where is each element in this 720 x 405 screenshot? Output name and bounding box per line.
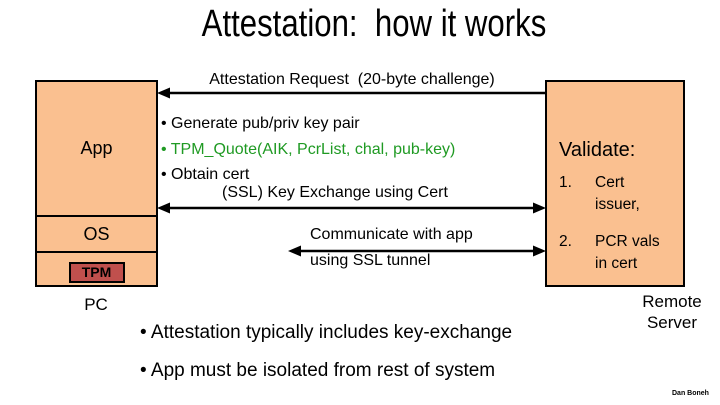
communicate-label-line1: Communicate with app — [310, 226, 473, 243]
author-credit: Dan Boneh — [672, 390, 709, 397]
validate-list: 1. Cert issuer, 2. PCR vals in cert — [559, 172, 660, 275]
tpm-chip: TPM — [68, 261, 125, 283]
validate-item-number: 2. — [559, 233, 572, 250]
validate-item-text: PCR vals in cert — [595, 231, 660, 275]
slide-title: Attestation: how it works — [201, 3, 547, 45]
notes-list: Attestation typically includes key-excha… — [140, 314, 512, 390]
validate-item: 2. PCR vals in cert — [559, 231, 660, 275]
communicate-label-line2: using SSL tunnel — [310, 252, 431, 269]
left-arrowhead-icon — [157, 87, 170, 99]
app-label: App — [80, 138, 113, 158]
validate-item-line: in cert — [595, 255, 638, 272]
step-tpm-quote: TPM_Quote(AIK, PcrList, chal, pub-key) — [161, 137, 456, 163]
left-arrowhead-icon — [288, 245, 301, 257]
note-key-exchange: Attestation typically includes key-excha… — [140, 314, 512, 352]
step-obtain-cert: Obtain cert — [161, 162, 455, 188]
pc-caption: PC — [84, 295, 108, 314]
key-exchange-label: (SSL) Key Exchange using Cert — [222, 184, 448, 201]
pc-section-app: App — [37, 82, 156, 217]
validate-item-line: PCR vals — [595, 233, 660, 250]
step-generate-keypair: Generate pub/priv key pair — [161, 111, 455, 137]
validate-item-line: issuer, — [595, 196, 640, 213]
pc-box: App OS TPM — [35, 80, 158, 287]
pc-section-tpm: TPM — [37, 253, 156, 285]
pc-section-os: OS — [37, 218, 156, 253]
os-label: OS — [83, 223, 110, 244]
validate-item-line: Cert — [595, 174, 625, 191]
pc-steps-list: Generate pub/priv key pair TPM_Quote(AIK… — [161, 111, 456, 188]
note-app-isolated: App must be isolated from rest of system — [140, 352, 512, 390]
remote-server-box: Validate: 1. Cert issuer, 2. PCR vals in… — [545, 80, 685, 287]
remote-server-caption: Remote Server — [642, 292, 702, 332]
attestation-request-label: Attestation Request (20-byte challenge) — [209, 71, 495, 88]
tpm-label: TPM — [81, 264, 112, 280]
validate-item-number: 1. — [559, 174, 572, 191]
left-arrowhead-icon — [157, 202, 170, 214]
validate-item: 1. Cert issuer, — [559, 172, 660, 216]
validate-item-text: Cert issuer, — [595, 172, 640, 216]
validate-heading: Validate: — [559, 139, 636, 161]
